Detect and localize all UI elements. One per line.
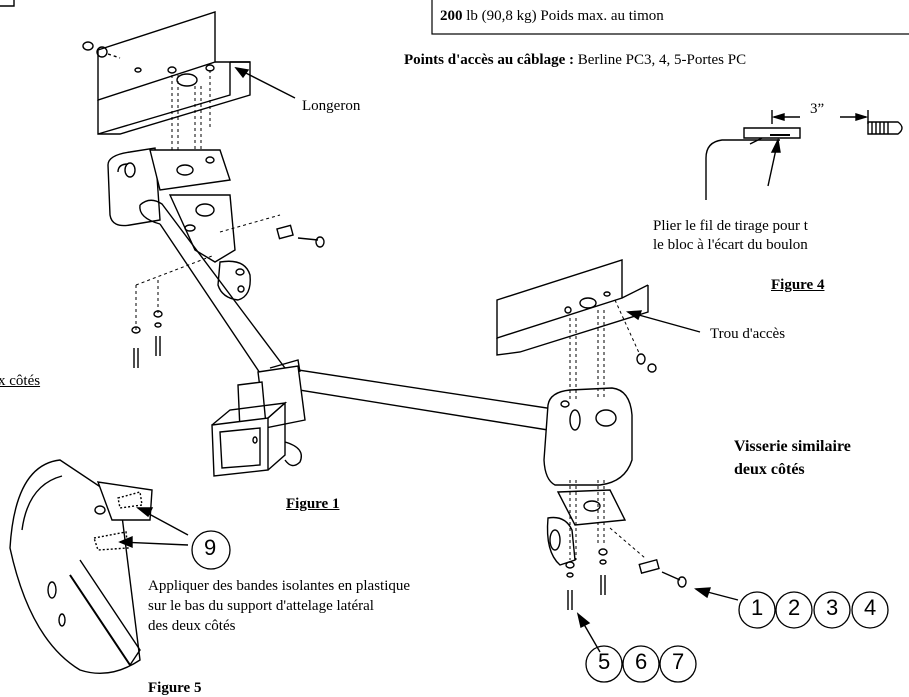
nut-washer-right	[636, 353, 657, 373]
label-left-fragment: x côtés	[0, 373, 41, 389]
figure4-sketch	[705, 110, 903, 200]
spec-box-frame	[431, 0, 909, 35]
callout-circles	[191, 530, 889, 683]
alignment-lines-left	[171, 70, 211, 160]
label-dimension: 3”	[810, 101, 825, 117]
fasteners-right	[565, 480, 687, 610]
callout-3: 3	[826, 595, 839, 620]
figure4-note-line2: le bloc à l'écart du boulon	[653, 237, 808, 253]
hitch-receiver	[211, 359, 306, 477]
fasteners-left	[131, 214, 325, 368]
spec-weight-value: 200	[440, 8, 463, 24]
spec-weight: 200 lb (90,8 kg) Poids max. au timon	[440, 8, 664, 25]
wiring-access-label: Points d'accès au câblage :	[404, 52, 574, 68]
frame-rail-right	[496, 259, 649, 356]
tape-note-line1: Appliquer des bandes isolantes en plasti…	[148, 578, 411, 594]
hardware-note-line1: Visserie similaire	[734, 438, 851, 455]
nut-washer-top-left	[82, 41, 121, 59]
figure5-sketch	[9, 459, 153, 675]
corner-mark	[0, 0, 15, 7]
callout-9: 9	[204, 535, 217, 560]
frame-rail-left	[97, 11, 251, 135]
label-trou-acces: Trou d'accès	[710, 326, 786, 342]
figure4-caption: Figure 4	[771, 277, 825, 293]
spec-weight-text: lb (90,8 kg) Poids max. au timon	[466, 8, 664, 24]
figure4-note-line1: Plier le fil de tirage pour t	[653, 218, 808, 234]
callout-5: 5	[598, 649, 611, 674]
side-bracket-left	[107, 147, 251, 301]
side-bracket-right	[543, 387, 633, 486]
figure1-caption: Figure 1	[286, 496, 340, 512]
wiring-access: Points d'accès au câblage : Berline PC3,…	[404, 52, 746, 69]
callout-2: 2	[788, 595, 801, 620]
callout-4: 4	[864, 595, 877, 620]
callout-7: 7	[672, 649, 685, 674]
bracket-lower-right	[546, 489, 627, 566]
wiring-access-models: Berline PC3, 4, 5-Portes PC	[577, 52, 747, 68]
callout-1: 1	[751, 595, 764, 620]
hardware-note-line2: deux côtés	[734, 461, 805, 478]
tape-note-line3: des deux côtés	[148, 618, 236, 634]
tape-note-line2: sur le bas du support d'attelage latéral	[148, 598, 374, 614]
label-longeron: Longeron	[302, 98, 361, 114]
callout-6: 6	[635, 649, 648, 674]
alignment-lines-right	[569, 299, 641, 400]
